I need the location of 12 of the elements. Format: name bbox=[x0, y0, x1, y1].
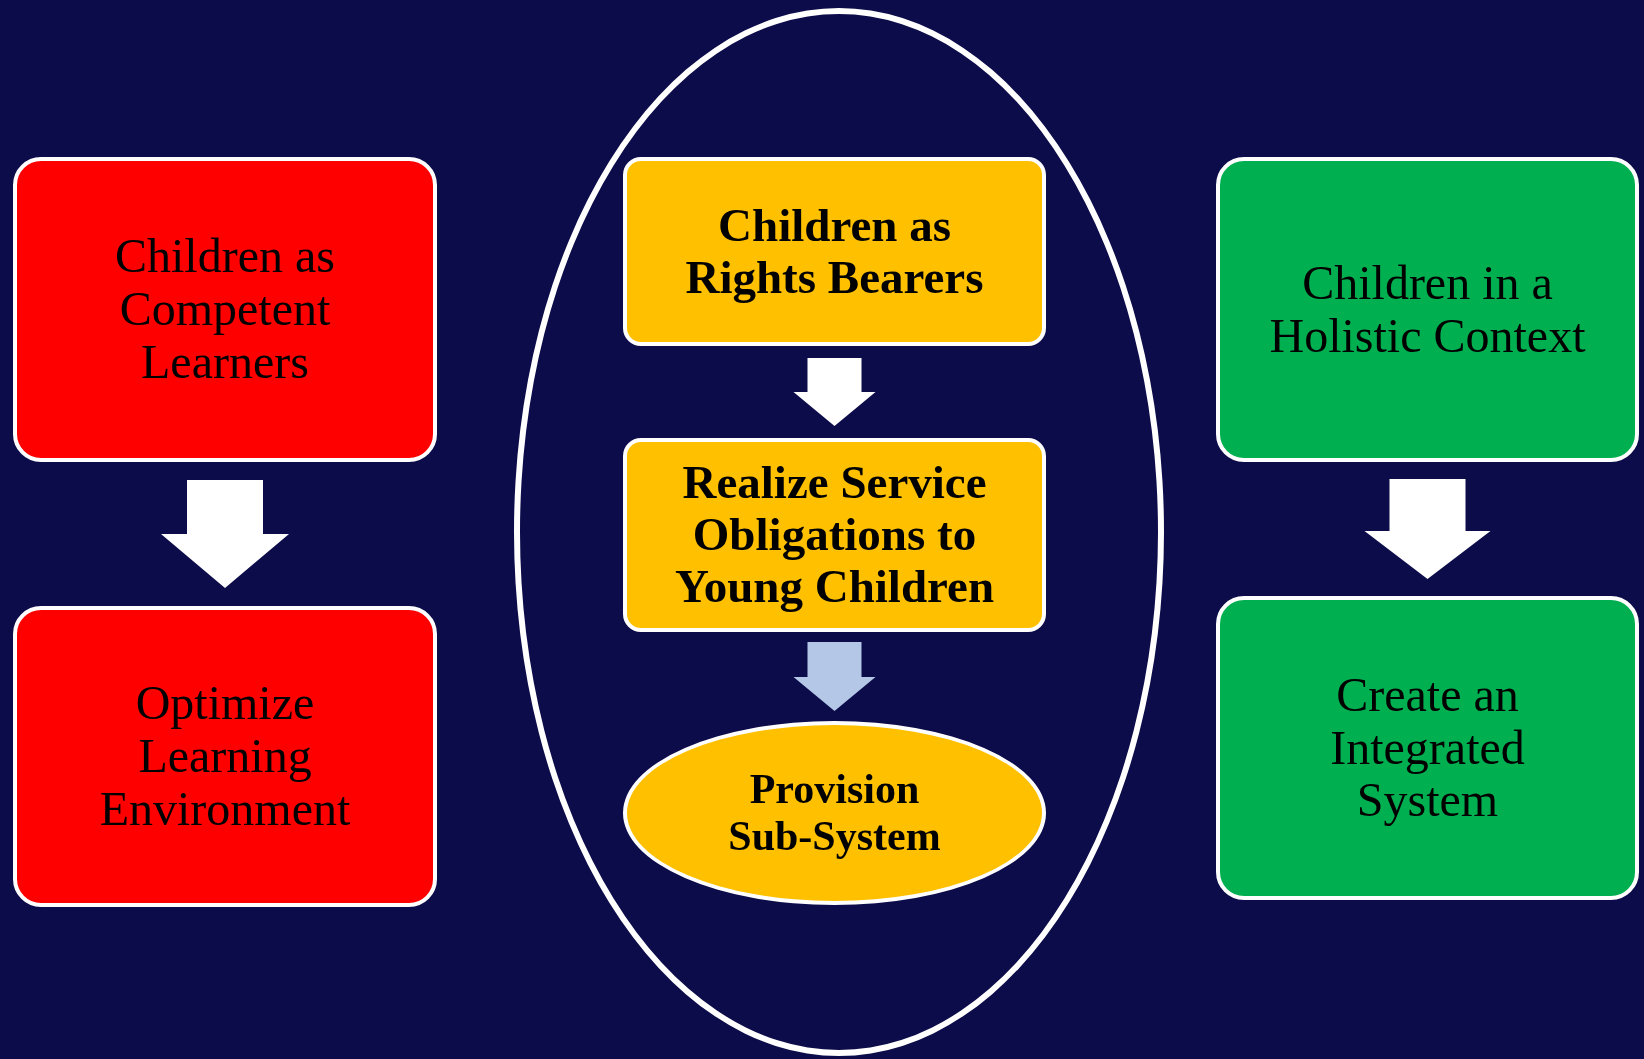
block-arrow bbox=[161, 480, 289, 588]
process-box: Realize Service Obligations to Young Children bbox=[623, 438, 1046, 632]
process-box: Children as Competent Learners bbox=[13, 157, 437, 462]
block-arrow bbox=[793, 642, 876, 711]
process-box: Optimize Learning Environment bbox=[13, 606, 437, 907]
block-arrow bbox=[793, 358, 876, 426]
oval-node: Provision Sub-System bbox=[623, 721, 1046, 905]
process-box: Children in a Holistic Context bbox=[1216, 157, 1639, 462]
process-box: Create an Integrated System bbox=[1216, 596, 1639, 900]
process-box: Children as Rights Bearers bbox=[623, 157, 1046, 346]
group-ellipse bbox=[514, 8, 1164, 1056]
block-arrow bbox=[1364, 479, 1491, 579]
